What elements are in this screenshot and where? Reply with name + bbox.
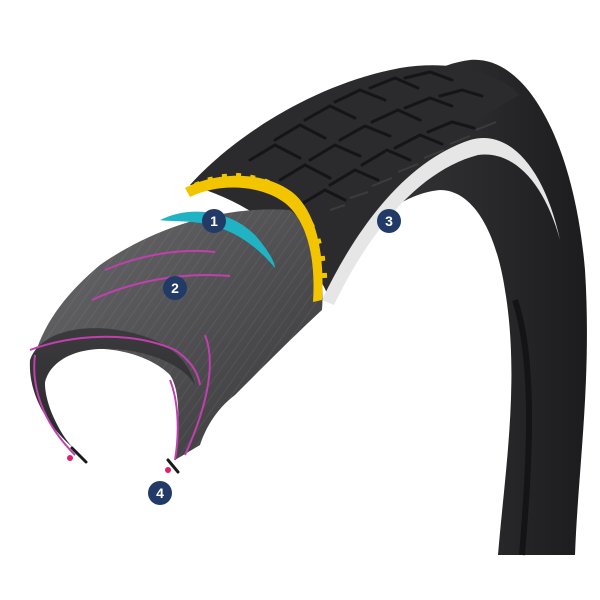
tread-pattern (248, 70, 484, 207)
sidewall-inner-edge (512, 299, 533, 556)
marker-3-label: 3 (385, 213, 393, 229)
bead-end-left (67, 455, 73, 461)
marker-1: 1 (202, 209, 226, 233)
bead-end-right (165, 467, 171, 473)
marker-4-label: 4 (156, 485, 164, 501)
bead-wires (70, 446, 180, 474)
protection-belt-teeth (194, 172, 328, 279)
marker-3: 3 (377, 209, 401, 233)
tread-sipes (329, 121, 497, 211)
casing-weave-texture (34, 209, 323, 460)
marker-2-label: 2 (171, 280, 179, 296)
marker-1-label: 1 (210, 213, 218, 229)
tire-tread-surface (190, 65, 520, 300)
marker-2: 2 (163, 276, 187, 300)
reflective-sidewall-stripe (322, 137, 560, 305)
casing-ply-outlines (29, 249, 231, 461)
marker-4: 4 (148, 481, 172, 505)
